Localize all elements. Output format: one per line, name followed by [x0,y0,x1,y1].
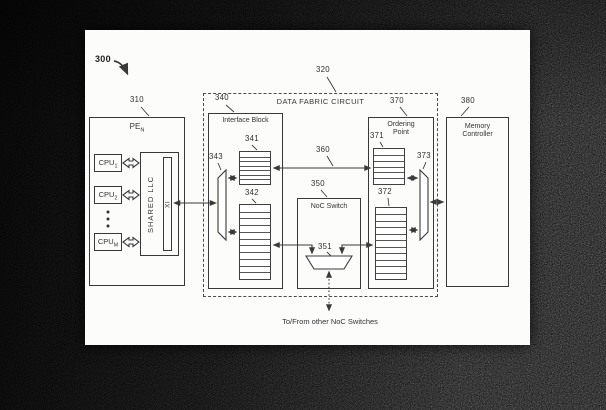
pe-title-subscript: N [140,127,145,134]
cpu1-label: CPU1 [98,158,118,170]
interface-block-title: Interface Block [222,117,269,124]
data-fabric-dashed-box [203,93,438,297]
queue-342 [239,204,271,280]
queue-341 [239,151,271,185]
ref-360: 360 [316,145,330,154]
memory-controller-title: Memory Controller [462,123,493,139]
patent-sheet [85,30,530,345]
ref-350: 350 [311,179,325,188]
ref-373: 373 [417,151,431,160]
cpum-box [94,233,122,251]
xi-port-box [163,157,172,251]
ref-372: 372 [378,187,392,196]
ref-371: 371 [370,131,384,140]
queue-372 [375,207,407,280]
cpu1-box [94,154,122,172]
ref-310: 310 [130,95,144,104]
memory-controller-box [446,117,509,287]
external-noc-note: To/From other NoC Switches [282,317,378,326]
shared-llc-label: SHARED LLC [146,175,156,233]
cpu2-label: CPU2 [98,190,118,202]
ordering-point-title: Ordering Point [387,121,415,137]
ref-342: 342 [245,188,259,197]
xi-port-label: XI [163,200,171,208]
ref-341: 341 [245,134,259,143]
ref-320: 320 [316,65,330,74]
ref-343: 343 [209,152,223,161]
cpu2-box [94,186,122,204]
ref-351: 351 [318,242,332,251]
ref-340: 340 [215,93,229,102]
data-fabric-title: DATA FABRIC CIRCUIT [276,97,365,106]
ref-380: 380 [461,96,475,105]
queue-371 [373,148,405,185]
ref-370: 370 [390,96,404,105]
pe-block-title: PEN [89,122,185,134]
ref-300: 300 [95,54,111,64]
pe-title-text: PE [129,122,141,131]
noc-switch-title: NoC Switch [310,203,348,210]
cpum-label: CPUM [97,237,119,249]
